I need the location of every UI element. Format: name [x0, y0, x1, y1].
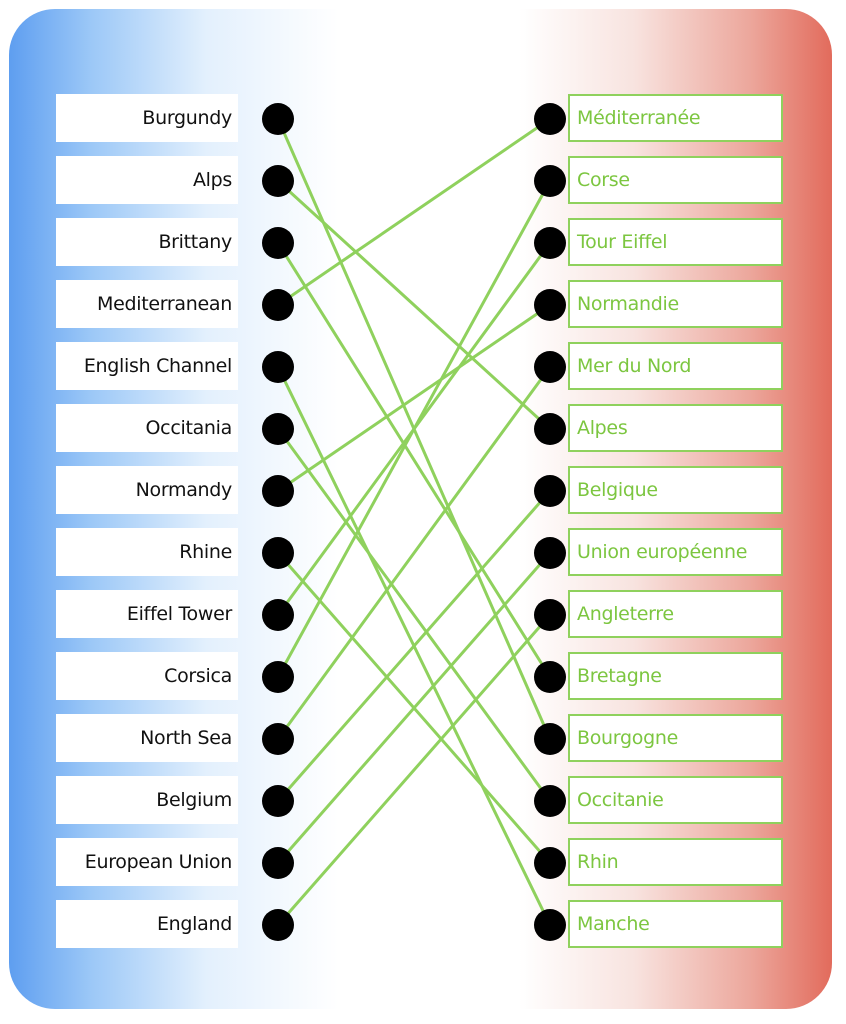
right-item-label: Union européenne [568, 528, 783, 576]
left-connector-dot[interactable] [262, 909, 294, 941]
right-connector-dot[interactable] [534, 165, 566, 197]
right-connector-dot[interactable] [534, 599, 566, 631]
left-item-label: Burgundy [56, 94, 238, 142]
left-item-label: Rhine [56, 528, 238, 576]
left-connector-dot[interactable] [262, 847, 294, 879]
match-line-2 [276, 241, 552, 679]
right-item-label: Belgique [568, 466, 783, 514]
right-connector-dot[interactable] [534, 227, 566, 259]
right-connector-dot[interactable] [534, 661, 566, 693]
left-connector-dot[interactable] [262, 289, 294, 321]
left-item-label: Belgium [56, 776, 238, 824]
left-connector-dot[interactable] [262, 227, 294, 259]
left-connector-dot[interactable] [262, 661, 294, 693]
left-item-label: English Channel [56, 342, 238, 390]
right-item-label: Occitanie [568, 776, 783, 824]
left-connector-dot[interactable] [262, 785, 294, 817]
right-item-label: Manche [568, 900, 783, 948]
right-item-label: Mer du Nord [568, 342, 783, 390]
right-connector-dot[interactable] [534, 537, 566, 569]
right-item-label: Normandie [568, 280, 783, 328]
match-line-13 [276, 613, 552, 927]
match-line-1 [276, 179, 552, 431]
match-line-12 [276, 551, 552, 865]
right-item-label: Corse [568, 156, 783, 204]
right-connector-dot[interactable] [534, 909, 566, 941]
left-connector-dot[interactable] [262, 103, 294, 135]
right-item-label: Bourgogne [568, 714, 783, 762]
left-item-label: Occitania [56, 404, 238, 452]
right-item-label: Bretagne [568, 652, 783, 700]
left-item-label: England [56, 900, 238, 948]
match-line-11 [276, 489, 552, 803]
left-item-label: North Sea [56, 714, 238, 762]
match-line-6 [276, 303, 552, 493]
left-item-label: Alps [56, 156, 238, 204]
match-line-10 [276, 365, 552, 741]
left-connector-dot[interactable] [262, 165, 294, 197]
left-item-label: Corsica [56, 652, 238, 700]
match-line-3 [276, 117, 552, 307]
right-connector-dot[interactable] [534, 103, 566, 135]
left-item-label: European Union [56, 838, 238, 886]
right-connector-dot[interactable] [534, 289, 566, 321]
right-connector-dot[interactable] [534, 351, 566, 383]
match-line-9 [276, 179, 552, 679]
left-item-label: Mediterranean [56, 280, 238, 328]
right-item-label: Alpes [568, 404, 783, 452]
left-connector-dot[interactable] [262, 475, 294, 507]
right-item-label: Angleterre [568, 590, 783, 638]
right-connector-dot[interactable] [534, 723, 566, 755]
right-item-label: Méditerranée [568, 94, 783, 142]
right-connector-dot[interactable] [534, 847, 566, 879]
left-connector-dot[interactable] [262, 723, 294, 755]
left-item-label: Normandy [56, 466, 238, 514]
left-item-label: Brittany [56, 218, 238, 266]
right-item-label: Rhin [568, 838, 783, 886]
left-connector-dot[interactable] [262, 351, 294, 383]
right-connector-dot[interactable] [534, 785, 566, 817]
left-item-label: Eiffel Tower [56, 590, 238, 638]
right-connector-dot[interactable] [534, 475, 566, 507]
right-item-label: Tour Eiffel [568, 218, 783, 266]
match-line-5 [276, 427, 552, 803]
right-connector-dot[interactable] [534, 413, 566, 445]
left-connector-dot[interactable] [262, 537, 294, 569]
left-connector-dot[interactable] [262, 599, 294, 631]
left-connector-dot[interactable] [262, 413, 294, 445]
